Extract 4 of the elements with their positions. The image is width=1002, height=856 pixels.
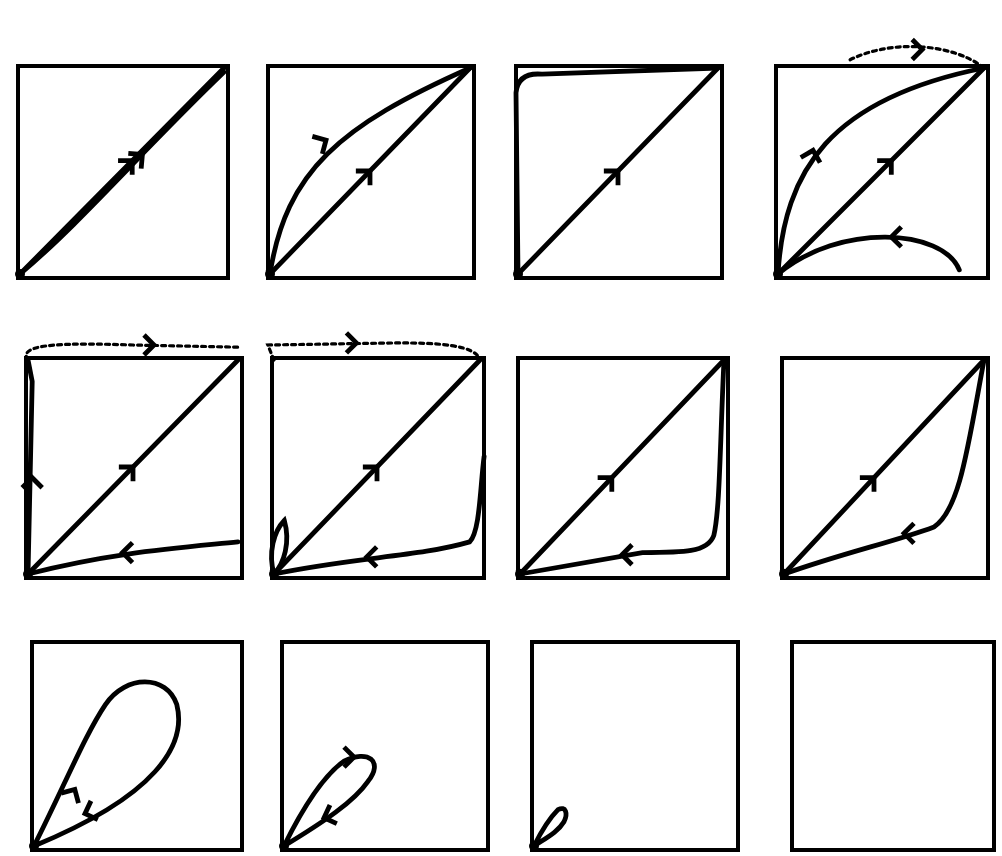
square-frame (530, 640, 740, 852)
square-frame (280, 640, 490, 852)
square-frame (30, 640, 244, 852)
square-frame (790, 640, 996, 852)
